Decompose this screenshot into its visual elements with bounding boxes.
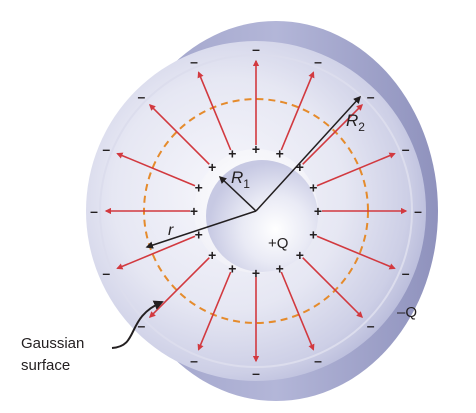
r1-arrow — [218, 175, 257, 212]
minus-charge: – — [367, 318, 375, 334]
outer-charge-label: –Q — [397, 304, 417, 321]
minus-charge: – — [138, 88, 146, 104]
plus-charge: + — [296, 247, 304, 263]
gaussian-label-line1: Gaussian — [21, 335, 84, 352]
field-arrow — [148, 103, 210, 165]
field-arrow — [197, 71, 232, 151]
plus-charge: + — [228, 260, 236, 276]
gaussian-pointer — [111, 300, 164, 349]
r-label: r — [168, 222, 174, 239]
plus-charge: + — [208, 247, 216, 263]
inner-charges: + + + + + + + + + + + + + + + + — [190, 141, 322, 281]
gaussian-label-line2: surface — [21, 357, 70, 374]
r2-arrow — [255, 95, 362, 212]
plus-charge: + — [208, 159, 216, 175]
plus-charge: + — [195, 179, 203, 195]
plus-charge: + — [309, 227, 317, 243]
plus-charge: + — [276, 260, 284, 276]
plus-charge: + — [252, 265, 260, 281]
r1-label: R1 — [231, 168, 250, 191]
field-arrow — [280, 71, 315, 151]
minus-charge: – — [367, 88, 375, 104]
minus-charge: – — [102, 265, 110, 281]
field-arrow — [116, 235, 196, 270]
plus-charge: + — [252, 141, 260, 157]
minus-charge: – — [402, 265, 410, 281]
field-arrow — [197, 271, 232, 351]
minus-charge: – — [314, 353, 322, 369]
minus-charge: – — [252, 41, 260, 57]
minus-charge: – — [414, 203, 422, 219]
outer-charges: – – – – – – – – – – – – – – – – — [90, 41, 422, 381]
plus-charge: + — [195, 227, 203, 243]
minus-charge: – — [190, 353, 198, 369]
minus-charge: – — [90, 203, 98, 219]
minus-charge: – — [102, 141, 110, 157]
minus-charge: – — [190, 53, 198, 69]
minus-charge: – — [252, 365, 260, 381]
field-arrow — [280, 271, 315, 351]
plus-charge: + — [309, 179, 317, 195]
plus-charge: + — [296, 159, 304, 175]
plus-charge: + — [276, 146, 284, 162]
plus-charge: + — [228, 146, 236, 162]
inner-charge-label: +Q — [268, 235, 288, 252]
field-arrow — [302, 257, 364, 319]
field-arrow — [316, 235, 396, 270]
field-arrow — [302, 103, 364, 165]
plus-charge: + — [314, 203, 322, 219]
r-arrow — [145, 210, 257, 249]
electric-field-arrows — [104, 59, 408, 363]
minus-charge: – — [138, 318, 146, 334]
shell-inner-rim — [99, 54, 413, 368]
minus-charge: – — [402, 141, 410, 157]
plus-charge: + — [190, 203, 198, 219]
field-arrow — [316, 152, 396, 187]
minus-charge: – — [314, 53, 322, 69]
r2-label: R2 — [346, 111, 365, 134]
inner-sphere — [206, 160, 318, 272]
field-arrow — [116, 152, 196, 187]
